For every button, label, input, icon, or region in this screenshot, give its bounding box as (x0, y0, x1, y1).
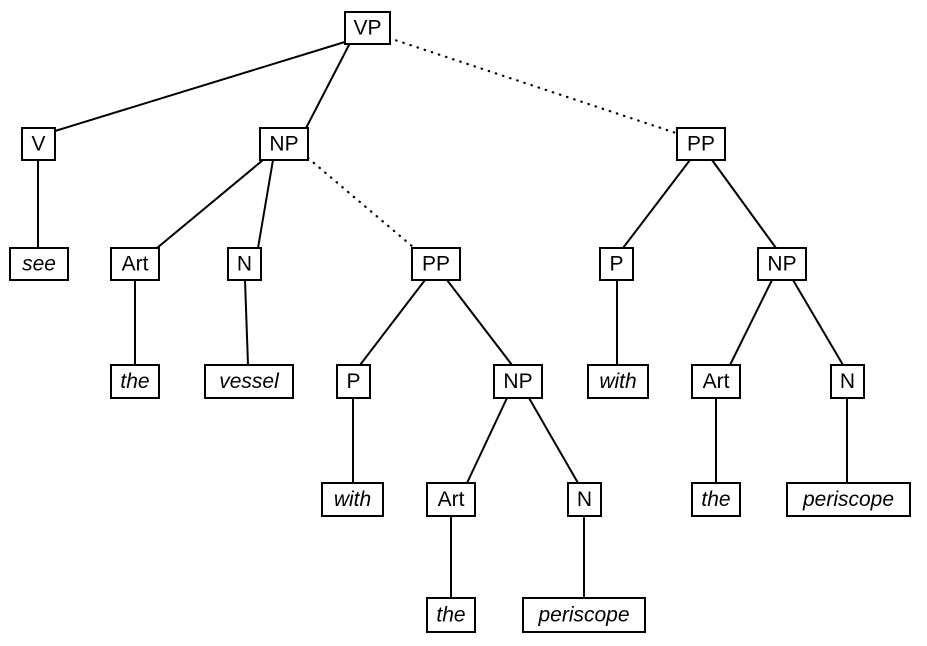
node-box-per_m (522, 597, 646, 633)
tree-node-n_r: N (830, 364, 865, 399)
tree-node-the_r: the (691, 482, 741, 517)
node-label-per_m: periscope (537, 604, 629, 627)
tree-edge-np_mid-to-n_m (528, 397, 579, 484)
tree-node-p_mid: P (336, 364, 371, 399)
node-label-art1: Art (122, 253, 149, 276)
tree-edge-vp-to-pp_right (387, 36, 681, 136)
tree-edge-pp_right-to-p_right (622, 159, 691, 249)
node-label-pp_right: PP (687, 133, 715, 156)
node-box-per_r (786, 482, 911, 517)
tree-node-v: V (21, 127, 56, 161)
node-label-the_r: the (701, 488, 730, 511)
tree-edge-pp_right-to-np_right (711, 159, 777, 249)
node-box-the_m (426, 597, 476, 633)
tree-node-the_m: the (426, 597, 476, 633)
tree-edge-np_right-to-art_r (729, 279, 773, 366)
node-label-v: V (31, 133, 45, 156)
tree-node-with_r: with (587, 364, 649, 399)
tree-edge-np_mid-to-art_m (466, 397, 508, 484)
node-box-art_m (426, 482, 476, 517)
tree-node-art_r: Art (691, 364, 741, 399)
node-box-v (21, 127, 56, 161)
tree-edge-layer (37, 36, 848, 598)
tree-edge-pp_mid-to-np_mid (446, 279, 513, 366)
tree-edge-vp-to-np1 (304, 42, 351, 131)
tree-edge-vp-to-v (54, 40, 349, 132)
tree-node-n_m: N (567, 482, 602, 517)
tree-edge-np1-to-art1 (156, 159, 264, 249)
node-box-pp_right (676, 127, 726, 161)
tree-node-p_right: P (599, 247, 634, 281)
node-label-vp: VP (353, 17, 381, 40)
tree-node-pp_right: PP (676, 127, 726, 161)
node-box-n_r (830, 364, 865, 399)
node-box-see (9, 247, 69, 281)
node-box-with_m (321, 482, 384, 517)
node-label-np_right: NP (767, 253, 796, 276)
node-box-np_right (757, 247, 807, 281)
tree-node-see: see (9, 247, 69, 281)
node-box-vp (344, 11, 391, 45)
node-box-the1 (110, 364, 160, 399)
node-box-pp_mid (411, 247, 461, 281)
tree-node-n1: N (227, 247, 262, 281)
node-box-art_r (691, 364, 741, 399)
node-label-n1: N (237, 253, 252, 276)
tree-node-with_m: with (321, 482, 384, 517)
node-box-n1 (227, 247, 262, 281)
node-label-with_r: with (599, 370, 636, 393)
node-label-with_m: with (334, 488, 371, 511)
node-label-np1: NP (269, 133, 298, 156)
tree-node-the1: the (110, 364, 160, 399)
tree-node-per_r: periscope (786, 482, 911, 517)
node-box-art1 (110, 247, 160, 281)
node-box-the_r (691, 482, 741, 517)
node-label-p_mid: P (346, 370, 360, 393)
tree-node-art1: Art (110, 247, 160, 281)
node-label-art_r: Art (703, 370, 730, 393)
tree-node-np_right: NP (757, 247, 807, 281)
tree-node-np1: NP (259, 127, 309, 161)
node-box-vessel (204, 364, 294, 399)
node-label-the_m: the (436, 604, 465, 627)
node-label-per_r: periscope (802, 488, 894, 511)
tree-edge-pp_mid-to-p_mid (359, 279, 426, 366)
node-label-pp_mid: PP (422, 253, 450, 276)
node-label-the1: the (120, 370, 149, 393)
tree-node-art_m: Art (426, 482, 476, 517)
node-label-n_m: N (577, 488, 592, 511)
node-label-p_right: P (609, 253, 623, 276)
tree-node-np_mid: NP (493, 364, 543, 399)
tree-edge-np1-to-n1 (257, 159, 274, 249)
node-label-art_m: Art (438, 488, 465, 511)
node-label-n_r: N (840, 370, 855, 393)
node-label-vessel: vessel (219, 370, 280, 393)
node-box-n_m (567, 482, 602, 517)
tree-node-vessel: vessel (204, 364, 294, 399)
tree-edge-np1-to-pp_mid (306, 156, 415, 249)
node-box-np1 (259, 127, 309, 161)
node-box-np_mid (493, 364, 543, 399)
node-label-np_mid: NP (503, 370, 532, 393)
tree-edge-n1-to-vessel (244, 279, 249, 366)
tree-node-pp_mid: PP (411, 247, 461, 281)
tree-node-per_m: periscope (522, 597, 646, 633)
tree-node-vp: VP (344, 11, 391, 45)
node-box-p_mid (336, 364, 371, 399)
node-label-see: see (22, 253, 56, 276)
tree-edge-np_right-to-n_r (792, 279, 844, 366)
node-box-p_right (599, 247, 634, 281)
node-box-with_r (587, 364, 649, 399)
